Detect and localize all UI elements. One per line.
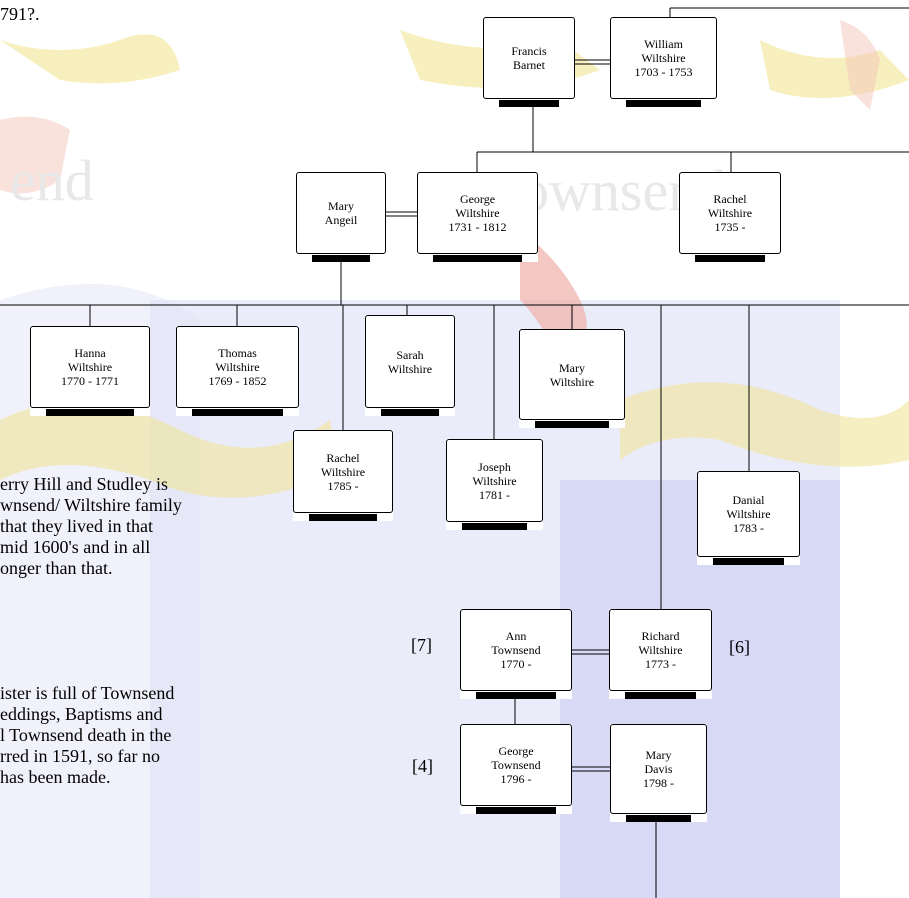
person-first-name: Mary	[327, 199, 354, 213]
person-last-name: Wiltshire	[707, 206, 753, 220]
person-last-name: Wiltshire	[387, 361, 433, 376]
person-first-name: Richard	[641, 629, 680, 643]
paragraph-line: wnsend/ Wiltshire family	[0, 495, 182, 515]
person-dates: 1796 -	[500, 772, 532, 786]
person-dates: 1773 -	[645, 657, 676, 671]
person-card-richard-wiltshire[interactable]: Richard Wiltshire 1773 -	[609, 609, 712, 699]
person-last-name: Davis	[644, 762, 673, 776]
person-dates: 1769 - 1852	[208, 374, 267, 388]
person-last-name: Wiltshire	[215, 360, 260, 374]
person-last-name: Wiltshire	[455, 206, 500, 220]
header-fragment: 791?.	[0, 4, 40, 24]
paragraph-line: rred in 1591, so far no	[0, 746, 160, 766]
person-dates: 1783 -	[733, 521, 764, 535]
person-card-mary-davis[interactable]: Mary Davis 1798 -	[610, 724, 707, 822]
person-card-joseph-wiltshire[interactable]: Joseph Wiltshire 1781 -	[446, 439, 543, 530]
person-dates: 1770 - 1771	[61, 374, 119, 388]
reference-marker-4[interactable]: [4]	[412, 756, 433, 776]
person-first-name: Hanna	[74, 346, 106, 360]
person-dates: 1735 -	[714, 220, 746, 234]
person-first-name: Rachel	[713, 192, 747, 206]
person-last-name: Wiltshire	[549, 374, 595, 389]
person-first-name: Ann	[505, 629, 527, 643]
paragraph-family-origin: erry Hill and Studley is wnsend/ Wiltshi…	[0, 474, 182, 579]
person-card-rachel-1785[interactable]: Rachel Wiltshire 1785 -	[293, 430, 393, 521]
person-last-name: Wiltshire	[726, 507, 771, 521]
person-first-name: Joseph	[478, 459, 511, 474]
person-first-name: William	[644, 37, 683, 51]
paragraph-parish-register: ister is full of Townsend eddings, Bapti…	[0, 683, 174, 788]
person-card-mary-angeil[interactable]: Mary Angeil	[296, 172, 386, 262]
person-first-name: Sarah	[396, 347, 424, 362]
person-card-danial-wiltshire[interactable]: Danial Wiltshire 1783 -	[697, 471, 800, 565]
person-first-name: George	[459, 192, 496, 206]
person-dates: 1770 -	[500, 657, 532, 671]
reference-marker-7[interactable]: [7]	[411, 635, 432, 655]
person-last-name: Townsend	[491, 643, 541, 657]
person-first-name: Rachel	[326, 450, 360, 465]
paragraph-line: onger than that.	[0, 558, 113, 578]
person-dates: 1731 - 1812	[448, 220, 507, 234]
person-first-name: Danial	[732, 493, 765, 507]
person-card-thomas-wiltshire[interactable]: Thomas Wiltshire 1769 - 1852	[176, 326, 299, 416]
reference-marker-6[interactable]: [6]	[729, 637, 750, 657]
person-last-name: Townsend	[491, 758, 541, 772]
person-last-name: Wiltshire	[641, 51, 686, 65]
paragraph-line: l Townsend death in the	[0, 725, 172, 745]
person-card-rachel-1735[interactable]: Rachel Wiltshire 1735 -	[679, 172, 781, 262]
paragraph-line: eddings, Baptisms and	[0, 704, 163, 724]
paragraph-line: mid 1600's and in all	[0, 537, 151, 557]
person-dates: 1781 -	[479, 487, 510, 502]
person-card-william-wiltshire[interactable]: William Wiltshire 1703 - 1753	[610, 17, 717, 107]
person-first-name: George	[498, 744, 534, 758]
person-first-name: Mary	[559, 360, 585, 375]
person-first-name: Thomas	[218, 346, 257, 360]
person-last-name: Wiltshire	[638, 643, 683, 657]
person-card-george-wiltshire[interactable]: George Wiltshire 1731 - 1812	[417, 172, 538, 262]
person-card-sarah-wiltshire[interactable]: Sarah Wiltshire	[365, 315, 455, 416]
person-card-george-townsend[interactable]: George Townsend 1796 -	[460, 724, 572, 814]
person-last-name: Wiltshire	[320, 464, 366, 479]
paragraph-line: that they lived in that	[0, 516, 153, 536]
person-card-ann-townsend[interactable]: Ann Townsend 1770 -	[460, 609, 572, 699]
person-first-name: Francis	[511, 44, 547, 58]
person-card-hanna-wiltshire[interactable]: Hanna Wiltshire 1770 - 1771	[30, 326, 150, 416]
person-last-name: Barnet	[512, 58, 545, 72]
person-dates: 1798 -	[643, 776, 674, 790]
person-card-francis-barnet[interactable]: Francis Barnet	[483, 17, 575, 107]
person-first-name: Mary	[645, 748, 672, 762]
person-last-name: Angeil	[324, 213, 358, 227]
person-dates: 1785 -	[327, 478, 359, 493]
paragraph-line: has been made.	[0, 767, 111, 787]
person-last-name: Wiltshire	[67, 360, 113, 374]
paragraph-line: erry Hill and Studley is	[0, 474, 168, 494]
person-last-name: Wiltshire	[472, 473, 517, 488]
paragraph-line: ister is full of Townsend	[0, 683, 175, 703]
person-card-mary-wiltshire[interactable]: Mary Wiltshire	[519, 329, 625, 428]
person-dates: 1703 - 1753	[634, 65, 693, 79]
